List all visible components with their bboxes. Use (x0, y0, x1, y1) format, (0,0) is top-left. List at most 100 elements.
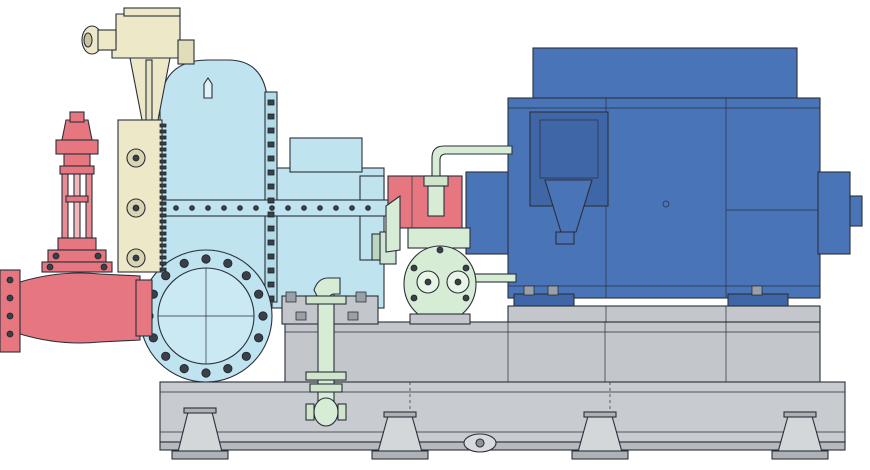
gear-tooth (159, 231, 167, 236)
motor-foot-left (513, 293, 575, 307)
joint-bolt (267, 211, 275, 218)
gear-tooth (159, 207, 167, 212)
motor-left-end-cover (465, 171, 515, 255)
lube-oil-pipework (305, 145, 517, 427)
motor-air-intake (529, 111, 609, 245)
drain-fitting-icon (463, 433, 497, 453)
valve-bonnet-bolts (46, 252, 108, 271)
lifting-lug-icon (203, 77, 213, 99)
joint-bolt (267, 239, 275, 246)
split-flange-bolts (157, 205, 371, 211)
valve-actuator-cap (61, 119, 93, 141)
gear-tooth (159, 171, 167, 176)
joint-bolt (267, 113, 275, 120)
gear-tooth (159, 267, 167, 272)
gear-tooth (159, 261, 167, 266)
bearing-housing-top (289, 137, 363, 173)
gear-tooth (159, 129, 167, 134)
motor-rating-plate-bolt (662, 200, 670, 208)
flange-bolt (258, 311, 268, 321)
joint-bolt (267, 267, 275, 274)
casing-joint-bolts (267, 99, 275, 302)
joint-bolt (267, 127, 275, 134)
steam-turbine (139, 59, 397, 383)
split-bolt (205, 205, 211, 211)
split-bolt (301, 205, 307, 211)
motor-foot-bolts (523, 285, 763, 296)
steam-inlet-valve (0, 111, 153, 353)
joint-bolt (267, 183, 275, 190)
electric-motor (465, 47, 863, 323)
foundation-foot-2 (371, 411, 429, 460)
gear-tooth (159, 147, 167, 152)
servo-linkage-icon (126, 148, 146, 268)
gear-tooth (159, 237, 167, 242)
gear-tooth (159, 123, 167, 128)
valve-yoke (59, 165, 95, 243)
foundation-foot-1 (171, 407, 229, 460)
gear-tooth (159, 183, 167, 188)
motor-right-end-cover (817, 171, 851, 255)
inlet-flange-bolts (6, 276, 14, 338)
split-bolt (173, 205, 179, 211)
split-bolt (189, 205, 195, 211)
foundation-foot-4 (771, 411, 829, 460)
joint-bolt (267, 253, 275, 260)
gear-tooth (159, 165, 167, 170)
base-frame (159, 321, 846, 460)
joint-bolt (267, 169, 275, 176)
split-bolt (269, 205, 275, 211)
joint-bolt (267, 141, 275, 148)
governor-gearbox (81, 7, 195, 273)
gear-tooth (159, 213, 167, 218)
motor-terminal-box-top (532, 47, 798, 101)
joint-bolt (267, 155, 275, 162)
flange-bolt (223, 364, 233, 374)
gear-tooth (159, 153, 167, 158)
pedestal-bolts (285, 291, 367, 321)
gear-tooth (159, 243, 167, 248)
governor-handwheel-icon (81, 25, 117, 55)
upper-base-skid (284, 321, 821, 385)
gear-tooth (159, 255, 167, 260)
flange-bolt (241, 271, 251, 281)
oil-return-pipe (469, 273, 517, 283)
base-frame-bottom-rail (159, 441, 846, 451)
flange-bolt (254, 333, 264, 343)
gear-tooth (159, 195, 167, 200)
split-bolt (365, 205, 371, 211)
joint-bolt (267, 281, 275, 288)
valve-body (19, 272, 141, 344)
gear-tooth (159, 219, 167, 224)
flange-bolt (241, 351, 251, 361)
flange-bolt (201, 254, 211, 264)
gear-tooth (159, 141, 167, 146)
flange-bolt (161, 351, 171, 361)
motor-foot-right (727, 293, 789, 307)
main-base-frame (159, 381, 846, 443)
split-bolt (285, 205, 291, 211)
gear-tooth (159, 177, 167, 182)
gear-tooth (159, 201, 167, 206)
split-bolt (253, 205, 259, 211)
flange-bolt (201, 368, 211, 378)
flange-bolt (254, 289, 264, 299)
split-bolt (317, 205, 323, 211)
oil-pipe-flanges (305, 295, 347, 393)
gear-frame (117, 119, 163, 273)
gear-teeth (159, 123, 167, 272)
split-bolt (221, 205, 227, 211)
flange-bolt (223, 258, 233, 268)
main-oil-pump (403, 227, 477, 325)
motor-shaft-end (849, 195, 863, 227)
motor-sole-plate (507, 305, 821, 323)
flange-bolt (161, 271, 171, 281)
oil-strainer-icon (305, 397, 347, 427)
gear-tooth (159, 159, 167, 164)
joint-bolt (267, 197, 275, 204)
gear-tooth (159, 189, 167, 194)
split-bolt (333, 205, 339, 211)
joint-bolt (267, 99, 275, 106)
